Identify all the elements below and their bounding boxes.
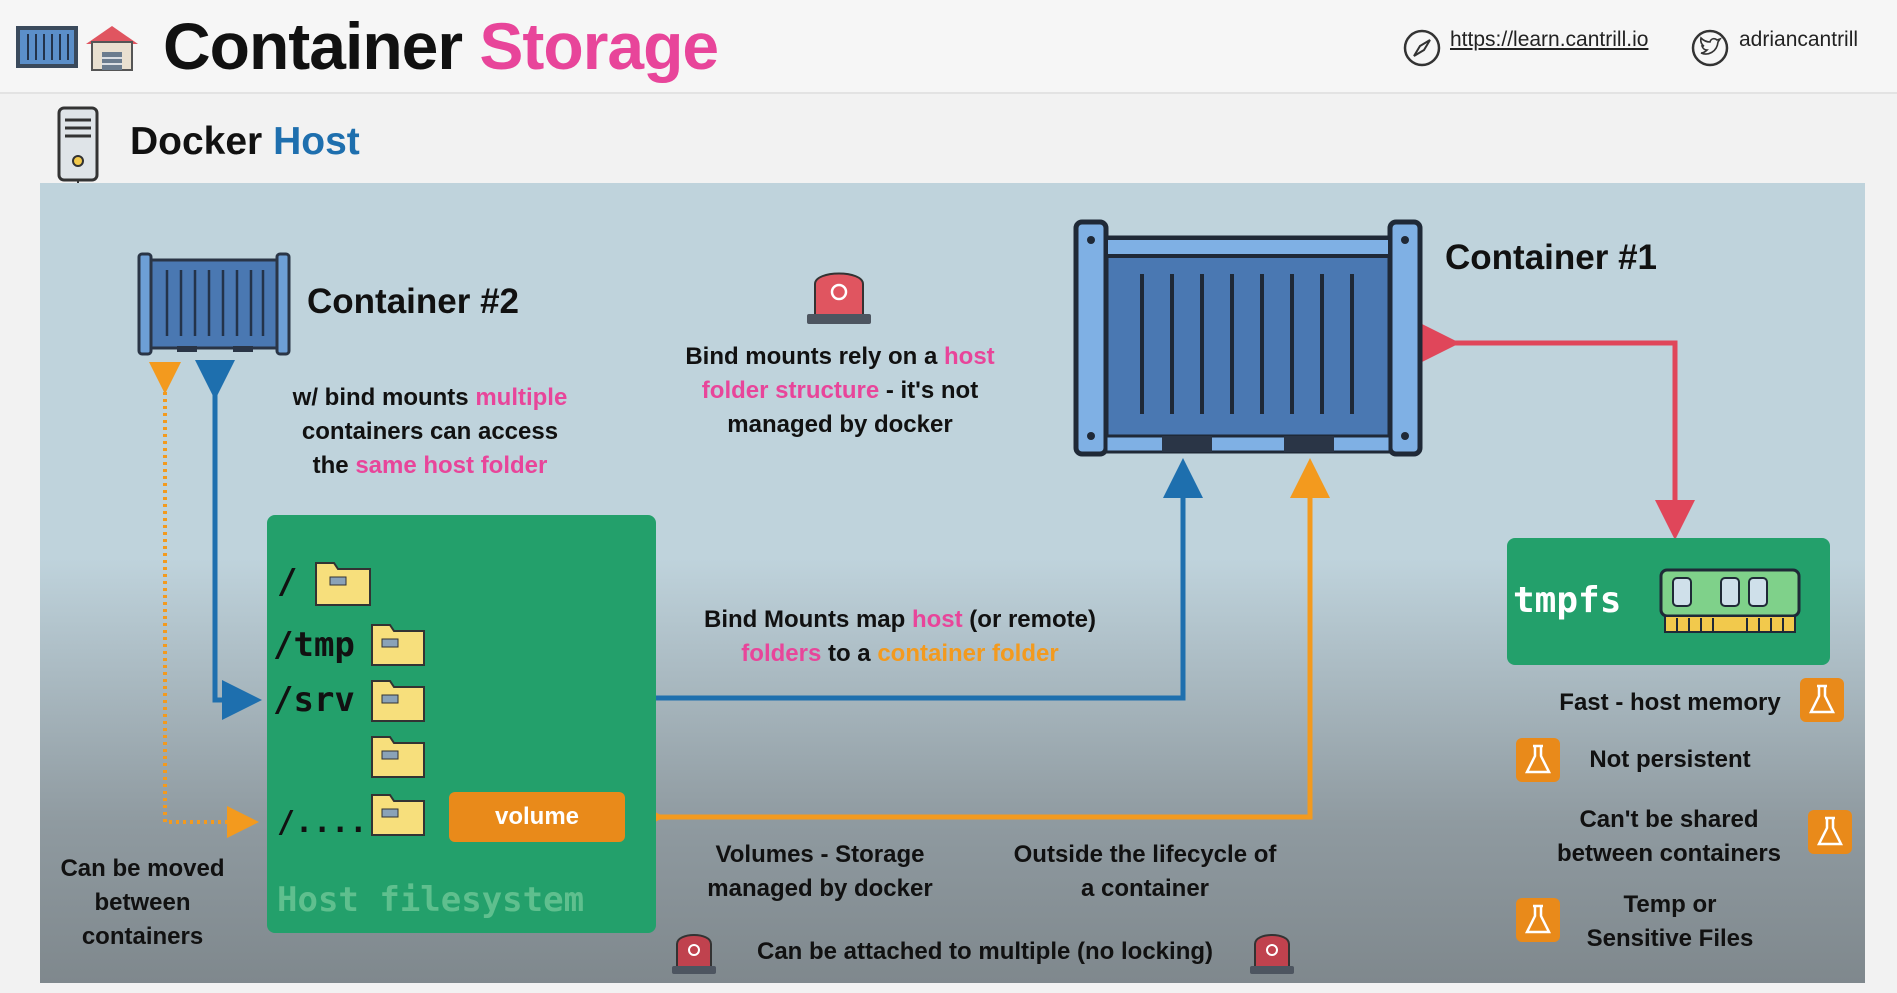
alarm-icon: [672, 934, 716, 974]
flask-icon: [1516, 898, 1560, 942]
path-root: /: [277, 562, 298, 602]
host-filesystem-label: Host filesystem: [277, 880, 585, 920]
warehouse-icon: [86, 26, 138, 71]
tmpfs-feature-4: Temp or Sensitive Files: [1586, 891, 1754, 952]
alarm-icon: [1250, 934, 1294, 974]
container-1-icon: [1073, 219, 1423, 457]
twitter-icon: [1691, 29, 1729, 67]
container-2-icon: [137, 252, 291, 356]
flask-icon: [1800, 678, 1844, 722]
flask-icon: [1808, 810, 1852, 854]
course-link[interactable]: https://learn.cantrill.io: [1450, 28, 1649, 51]
note-attach: Can be attached to multiple (no locking): [756, 938, 1214, 965]
alarm-icon: [807, 272, 871, 324]
section-title: Docker Host: [130, 120, 360, 163]
page-title: Container Storage: [163, 9, 719, 83]
folder-icon: [315, 562, 371, 606]
c1-tmpfs-arrow: [1420, 323, 1695, 540]
compass-icon: [1403, 29, 1441, 67]
volume-c1-arrow: [625, 458, 1330, 837]
path-srv: /srv: [273, 680, 355, 720]
folder-icon: [371, 736, 425, 778]
c2-volume-dotted-arrow: [149, 362, 259, 838]
bind-mount-note: Bind mounts rely on a host folder struct…: [685, 343, 995, 438]
folder-icon: [371, 680, 425, 722]
twitter-handle[interactable]: adriancantrill: [1739, 28, 1859, 51]
volume-badge: volume: [449, 792, 625, 842]
bind-map-caption: Bind Mounts map host (or remote) folders…: [703, 606, 1096, 667]
tmpfs-feature-3: Can't be shared between containers: [1556, 806, 1782, 867]
folder-icon: [371, 624, 425, 666]
container-2-label: Container #2: [307, 282, 519, 321]
container-1-label: Container #1: [1445, 238, 1657, 277]
tmpfs-feature-2: Not persistent: [1589, 746, 1751, 773]
note-volumes: Volumes - Storage managed by docker: [707, 841, 933, 902]
note-lifecycle: Outside the lifecycle of a container: [1013, 841, 1277, 902]
container-icon: [16, 26, 78, 68]
header-icons: [16, 26, 138, 71]
memory-icon: [1659, 568, 1801, 633]
tmpfs-label: tmpfs: [1513, 580, 1622, 621]
container-2-caption: w/ bind mounts multiple containers can a…: [292, 384, 568, 479]
header-bar: [0, 0, 1897, 94]
flask-icon: [1516, 738, 1560, 782]
path-tmp: /tmp: [273, 625, 355, 665]
folder-icon: [371, 794, 425, 836]
folder-icons: [315, 562, 425, 836]
note-moved: Can be moved between containers: [60, 855, 225, 950]
server-icon: [57, 106, 99, 193]
tmpfs-feature-1: Fast - host memory: [1559, 689, 1781, 716]
